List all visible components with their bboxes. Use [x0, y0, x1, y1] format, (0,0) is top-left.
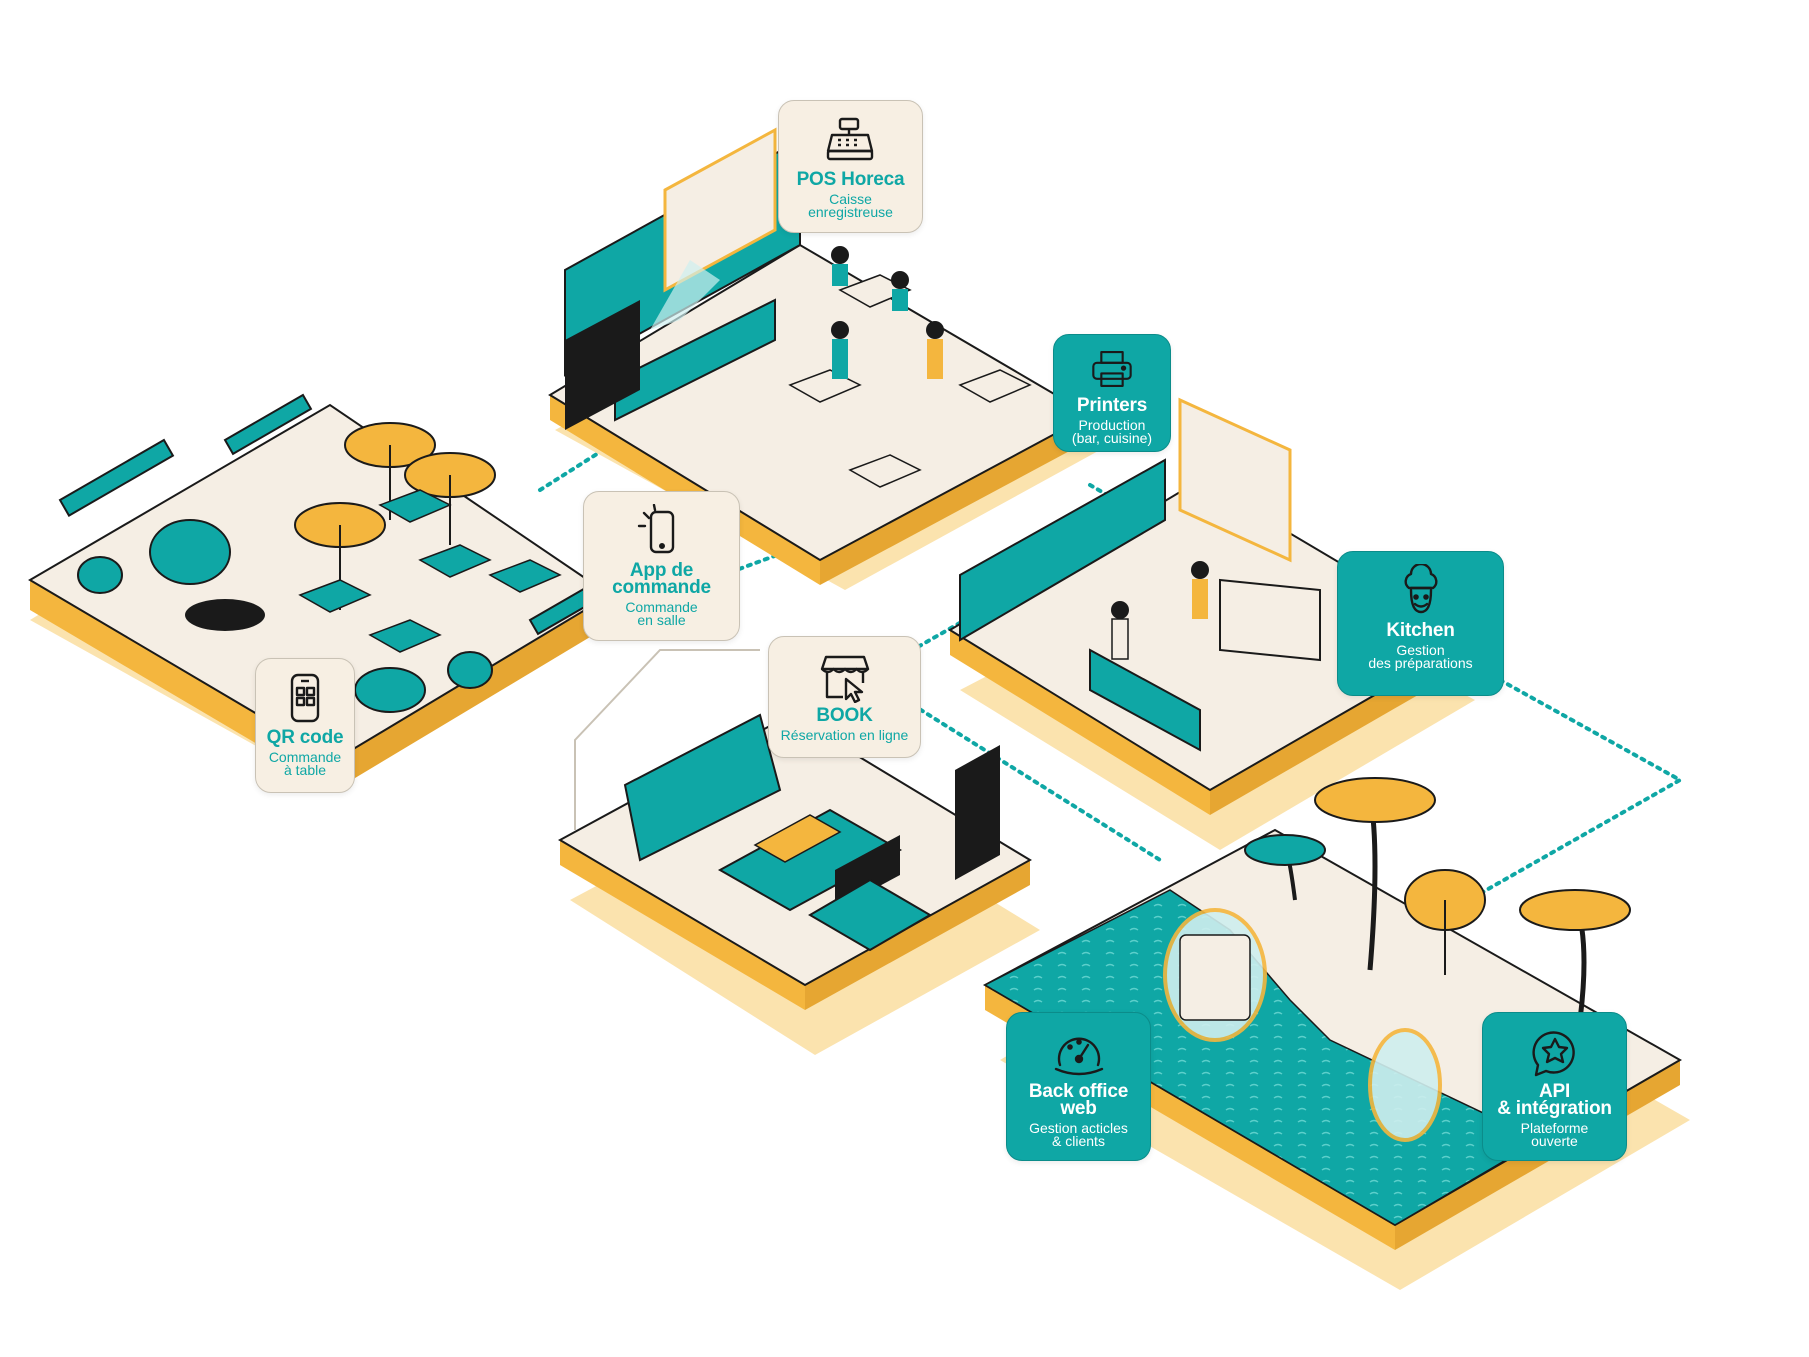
back-office-card[interactable]: Back office web Gestion acticles & clien…	[1006, 1012, 1151, 1161]
chef-icon	[1404, 564, 1437, 614]
star-chat-icon	[1531, 1031, 1575, 1077]
cash-register-icon	[826, 117, 873, 161]
qr-code-card[interactable]: QR code Commande à table	[255, 658, 355, 793]
kitchen-card[interactable]: Kitchen Gestion des préparations	[1337, 551, 1504, 696]
book-subtitle: Réservation en ligne	[780, 727, 909, 743]
dashboard-gauge-icon	[1054, 1037, 1103, 1076]
back-office-title: Back office web	[1028, 1081, 1129, 1119]
api-subtitle: Plateforme ouverte	[1520, 1120, 1589, 1149]
printers-card[interactable]: Printers Production (bar, cuisine)	[1053, 334, 1171, 452]
book-card[interactable]: BOOK Réservation en ligne	[768, 636, 921, 758]
app-commande-title: App de commande	[612, 560, 711, 598]
printers-subtitle: Production (bar, cuisine)	[1071, 417, 1153, 446]
qr-code-subtitle: Commande à table	[268, 749, 342, 778]
api-title: API & intégration	[1497, 1081, 1612, 1119]
smartphone-tap-icon	[637, 504, 674, 554]
storefront-click-icon	[820, 655, 869, 703]
restaurant-platform	[548, 127, 1100, 590]
pos-horeca-card[interactable]: POS Horeca Caisse enregistreuse	[778, 100, 923, 233]
api-card[interactable]: API & intégration Plateforme ouverte	[1482, 1012, 1627, 1161]
pos-horeca-subtitle: Caisse enregistreuse	[808, 191, 893, 220]
printers-title: Printers	[1076, 395, 1148, 416]
living-room-platform	[557, 649, 1040, 1055]
pos-horeca-title: POS Horeca	[796, 169, 905, 190]
back-office-subtitle: Gestion acticles & clients	[1029, 1120, 1128, 1149]
printer-icon	[1092, 351, 1132, 387]
kitchen-title: Kitchen	[1386, 620, 1455, 641]
book-title: BOOK	[816, 705, 873, 726]
app-commande-card[interactable]: App de commande Commande en salle	[583, 491, 740, 641]
app-commande-subtitle: Commande en salle	[625, 599, 698, 628]
qr-code-phone-icon	[290, 673, 320, 723]
kitchen-subtitle: Gestion des préparations	[1368, 642, 1473, 671]
qr-code-title: QR code	[266, 727, 344, 748]
